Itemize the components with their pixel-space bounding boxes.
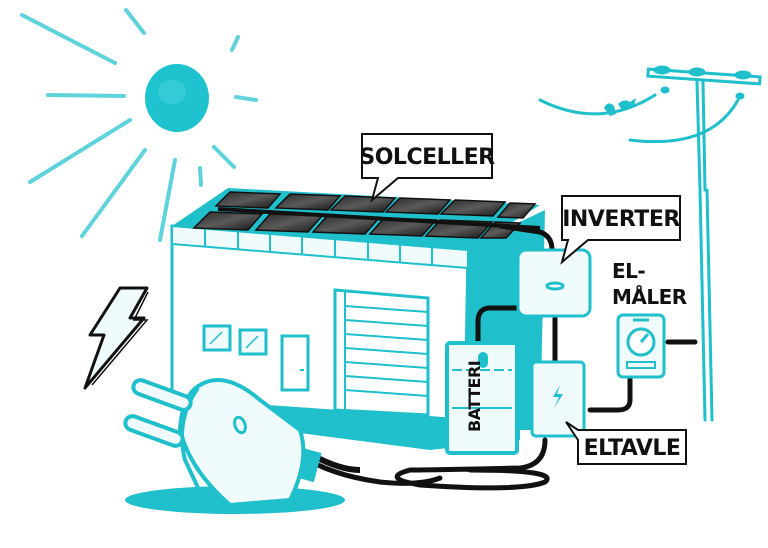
inverter <box>516 248 592 318</box>
plug-icon <box>123 378 361 514</box>
lightning-bolt-icon <box>83 286 149 390</box>
meter-label-line1: EL- <box>612 259 645 283</box>
inverter-label: INVERTER <box>562 207 680 232</box>
lightning-icon <box>553 385 563 408</box>
window-1 <box>202 324 232 352</box>
gauge-icon <box>626 327 656 357</box>
battery-label: BATTERI <box>465 361 484 432</box>
callout-switchboard: ELTAVLE <box>565 421 687 465</box>
callout-solar-panels: SOLCELLER <box>359 133 496 203</box>
switchboard-label: ELTAVLE <box>584 436 681 461</box>
callout-inverter: INVERTER <box>560 195 681 265</box>
battery: BATTERI <box>445 341 519 455</box>
birds-icon <box>604 98 636 116</box>
solar-panels-label: SOLCELLER <box>359 145 495 170</box>
power-pole-icon <box>538 65 762 422</box>
garage-door <box>333 288 430 417</box>
switchboard <box>530 360 586 438</box>
window-2 <box>238 328 268 356</box>
sun-icon <box>20 8 258 242</box>
solar-panels <box>192 191 541 239</box>
electricity-meter <box>616 313 666 379</box>
meter-label-line2: MÅLER <box>612 285 687 309</box>
door <box>280 334 310 392</box>
